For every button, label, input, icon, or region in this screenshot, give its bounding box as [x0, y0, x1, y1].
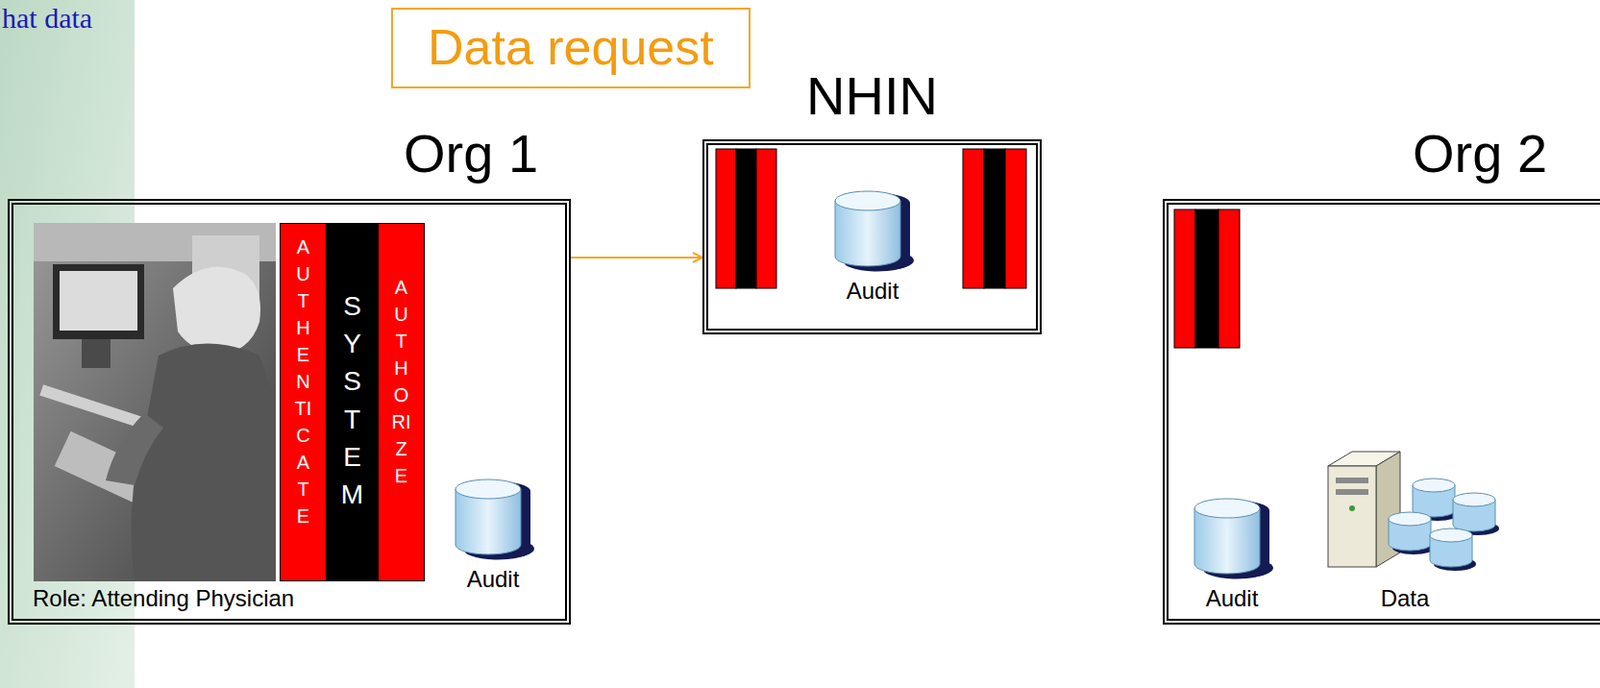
security-bars-part [736, 148, 757, 289]
database-cylinder-part [455, 479, 521, 499]
physician-photo-part [33, 222, 276, 582]
database-cylinder-part [835, 191, 901, 211]
server-icon-part [1412, 478, 1455, 493]
request-label: Data request [391, 7, 751, 89]
server-icon-part [1335, 477, 1369, 484]
store-label: Audit [1206, 585, 1259, 614]
security-bars-part [715, 148, 737, 289]
physician-photo-part [81, 339, 111, 369]
system-bar: SYSTEM [326, 222, 378, 582]
server-icon-part [1328, 466, 1377, 567]
slide-title-fragment: hat data [1, 1, 93, 34]
physician-photo-part [172, 267, 261, 354]
organization-box: Org 2AuditData [1162, 198, 1600, 625]
organization-box: Org 1Role: Attending PhysicianAUTHENTICA… [7, 198, 571, 625]
server-icon-part [1335, 489, 1369, 495]
database-cylinder [829, 187, 916, 274]
server-icon [1308, 446, 1502, 582]
store-label: Audit [467, 566, 520, 594]
data-server: Data [1299, 446, 1511, 616]
box-heading: NHIN [708, 69, 1036, 124]
server-icon-part [1349, 505, 1355, 512]
box-heading: Org 2 [1412, 126, 1548, 181]
store-label: Audit [846, 277, 900, 306]
security-bars-part [962, 148, 985, 289]
database-cylinder-part [1194, 498, 1260, 518]
role-label: Role: Attending Physician [32, 585, 295, 614]
nhin-box: NHINAudit [702, 139, 1042, 335]
physician-photo [33, 222, 276, 582]
security-bars-part [1005, 148, 1027, 289]
authorize-bar: AUTHORIZE [377, 222, 425, 582]
physician-photo-part [105, 413, 164, 486]
audit-store: Audit [1183, 494, 1280, 618]
store-label: Data [1380, 585, 1430, 614]
security-bars-part [1218, 209, 1240, 348]
vertical-bar-text: AUTHENTICATE [294, 233, 314, 530]
vertical-bar-text: SYSTEM [339, 287, 367, 514]
database-cylinder [449, 475, 537, 563]
authenticate-bar: AUTHENTICATE [279, 222, 327, 582]
audit-store: Audit [444, 475, 542, 601]
server-icon-part [1452, 492, 1496, 507]
physician-photo-part [131, 344, 276, 583]
security-bars-part [1195, 209, 1219, 348]
physician-photo-part [59, 270, 138, 331]
request-arrow [570, 256, 703, 259]
audit-store: Audit [824, 187, 921, 313]
security-bars-part [756, 148, 777, 289]
security-bars-part [1174, 209, 1196, 348]
vertical-bar-text: AUTHORIZE [392, 273, 412, 490]
server-icon-part [1429, 528, 1473, 542]
physician-photo-part [52, 264, 145, 340]
security-bars [715, 148, 1240, 348]
server-icon-part [1388, 512, 1431, 526]
database-cylinder [1188, 494, 1276, 582]
security-bars-part [984, 148, 1006, 289]
box-heading: Org 1 [403, 126, 539, 181]
